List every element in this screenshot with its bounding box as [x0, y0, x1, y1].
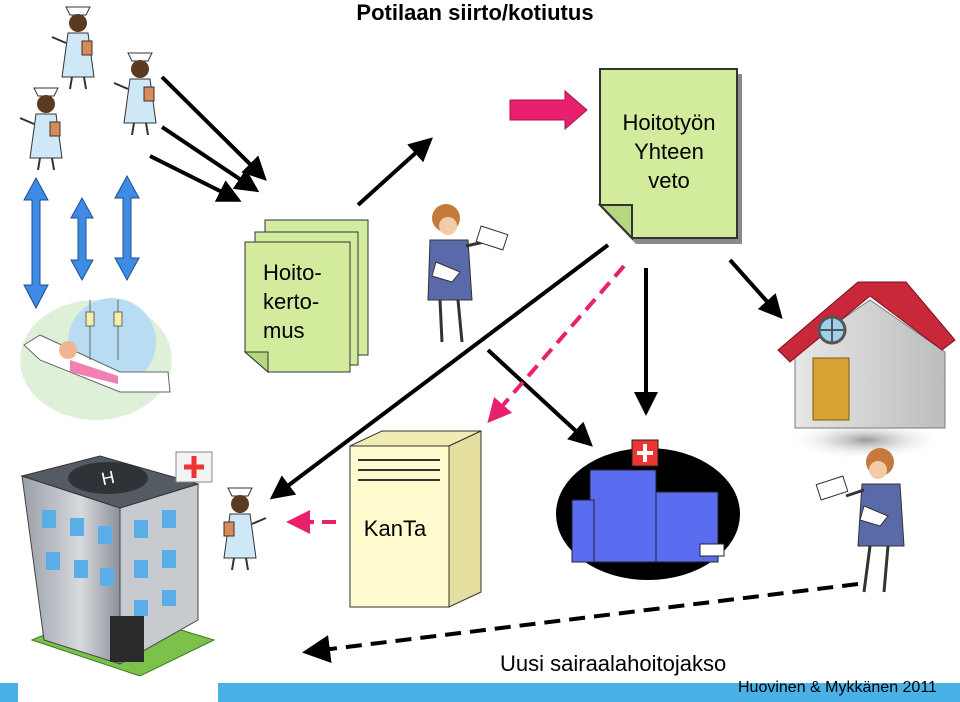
bidirectional-arrow-icon [23, 174, 140, 310]
health-center-icon: H [20, 451, 216, 677]
nurse-icon [223, 487, 267, 571]
arrows-from-summary [269, 243, 783, 500]
svg-text:H: H [100, 467, 117, 489]
arrows-to-nursing-record [149, 75, 433, 207]
nurse-icon [51, 6, 95, 90]
document-stack-icon [243, 219, 369, 374]
footer-bar [0, 683, 960, 702]
doctor-icon [427, 204, 509, 343]
pink-arrow-icon [509, 89, 588, 131]
nurse-icon [113, 52, 157, 136]
credit-label: Huovinen & Mykkänen 2011 [738, 679, 937, 696]
server-icon [349, 430, 482, 608]
new-hospital-episode-label: Uusi sairaalahoitojakso [500, 651, 727, 676]
kanta-label: KanTa [363, 516, 427, 541]
page-title: Potilaan siirto/kotiutus [356, 0, 594, 25]
nursing-record-label: Hoito- kerto- mus [263, 260, 322, 343]
doctor-icon [815, 448, 905, 593]
patient-in-bed-icon [20, 298, 172, 420]
readmission-dashed-arrow [302, 582, 859, 663]
house-icon [777, 281, 956, 460]
document-icon [597, 68, 742, 244]
hospital-icon [556, 439, 740, 580]
nurse-icon [19, 87, 63, 171]
nursing-summary-label: Hoitotyön Yhteen veto [622, 110, 716, 193]
pink-dashed-arrows [286, 264, 626, 534]
